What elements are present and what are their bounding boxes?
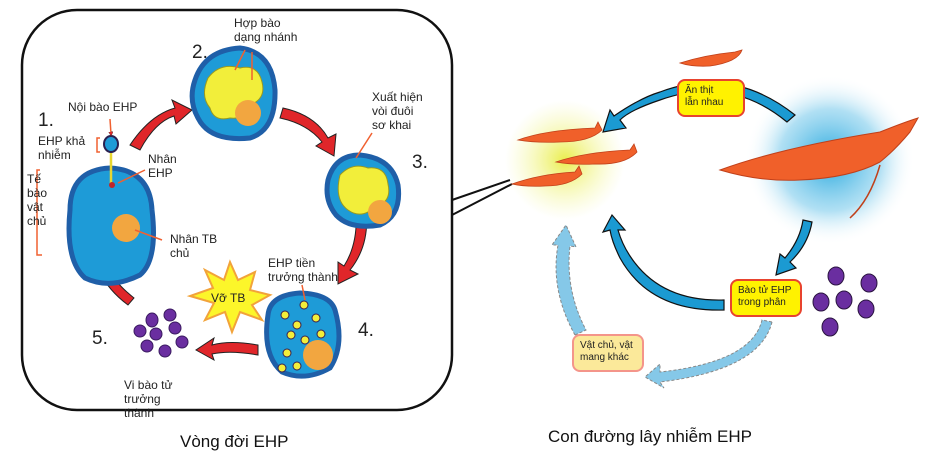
infected-shrimp	[718, 117, 920, 219]
healthy-shrimp-group	[510, 121, 638, 187]
lifecycle-panel	[20, 8, 454, 412]
zoom-connector	[451, 179, 513, 216]
transmission-caption: Con đường lây nhiễm EHP	[548, 427, 752, 446]
arrow-feces-to-other-hosts	[644, 319, 773, 389]
host-cell-label: Tế bào vật chủ	[27, 172, 48, 228]
mature-spores	[133, 308, 189, 358]
pre-mature-ehp-label: EHP tiền trưởng thành	[268, 256, 338, 284]
stage-3-number: 3.	[412, 152, 428, 173]
spores-in-feces-box: Bào tử EHP trong phân	[730, 279, 802, 317]
stage-3-cell	[324, 152, 402, 229]
branched-plasmodium-label: Hợp bào dạng nhánh	[234, 16, 298, 44]
stage-4-number: 4.	[358, 320, 374, 341]
ehp-nucleus-label: Nhân EHP	[148, 152, 177, 180]
arrow-2-to-3	[279, 107, 337, 157]
stage-2-number: 2.	[192, 42, 208, 63]
stage-1-number: 1.	[38, 110, 54, 131]
feces-spores	[812, 266, 878, 337]
intracellular-ehp-label: Nội bào EHP	[68, 100, 138, 114]
host-nucleus-label: Nhân TB chủ	[170, 232, 218, 260]
arrow-feces-to-shrimp	[601, 213, 725, 311]
lifecycle-caption: Vòng đời EHP	[180, 432, 289, 451]
arrow-3-to-4	[337, 209, 368, 285]
stage-4-cell	[264, 290, 342, 379]
stage-2-cell	[189, 45, 278, 142]
cannibalism-box: Ăn thịt lẫn nhau	[677, 79, 745, 117]
stage-1-cell	[66, 135, 156, 286]
arrow-to-feces	[775, 219, 813, 276]
arrow-other-hosts-to-shrimp	[551, 223, 587, 336]
polar-tube-label: Xuất hiện vòi đuôi sơ khai	[372, 90, 423, 132]
cell-rupture-label: Vỡ TB	[211, 291, 246, 305]
other-hosts-box: Vật chủ, vật mang khác	[572, 334, 644, 372]
dashed-arrows	[551, 223, 773, 389]
stage-5-number: 5.	[92, 328, 108, 349]
mature-spore-label: Vi bào tử trưởng thành	[124, 378, 173, 420]
eaten-shrimp	[678, 49, 743, 67]
arrow-1-to-2	[129, 98, 193, 151]
infective-ehp-label: EHP khả nhiễm	[38, 134, 86, 162]
cell-rupture-burst	[186, 259, 273, 335]
arrow-4-to-5	[195, 336, 259, 362]
